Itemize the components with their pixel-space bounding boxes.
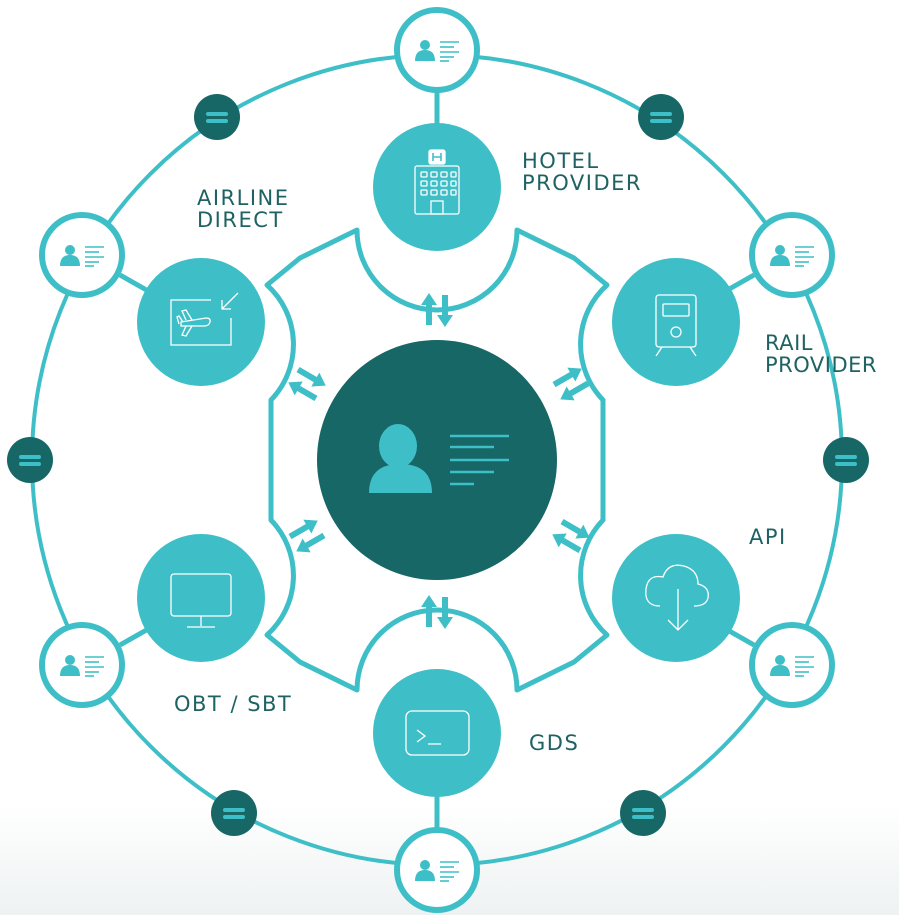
profile-node-lower-right: [749, 622, 835, 708]
equals-icon: [638, 94, 684, 140]
profile-node-lower-left: [39, 622, 125, 708]
gds-label: GDS: [529, 732, 579, 754]
equals-icon: [7, 437, 53, 483]
profile-node-top: [394, 7, 480, 93]
label-line: RAIL: [765, 331, 813, 355]
obt-sbt-node: [137, 534, 265, 662]
bidirectional-arrows-icon: [548, 361, 594, 407]
profile-node-upper-right: [749, 212, 835, 298]
label-line: OBT / SBT: [174, 692, 293, 716]
train-icon: [655, 294, 697, 357]
profile-nodes: [39, 7, 835, 913]
hotel-provider-node: [373, 123, 501, 251]
label-line: PROVIDER: [522, 171, 643, 195]
profile-node-upper-left: [39, 212, 125, 298]
hub-frame: [264, 227, 610, 693]
airline-direct-label: AIRLINE DIRECT: [197, 187, 290, 231]
label-line: PROVIDER: [765, 353, 878, 377]
equals-icon: [620, 790, 666, 836]
traveler-profile-icon: [369, 424, 509, 493]
equals-icon: [194, 94, 240, 140]
label-line: API: [749, 525, 787, 549]
gds-node: [373, 669, 501, 797]
label-line: GDS: [529, 731, 580, 755]
plane-ticket-icon: [170, 292, 239, 346]
obt-sbt-label: OBT / SBT: [174, 693, 292, 715]
rail-provider-node: [612, 258, 740, 386]
api-node: [612, 534, 740, 662]
bidirectional-arrows-icon: [548, 513, 594, 559]
hotel-provider-label: HOTEL PROVIDER: [522, 150, 642, 194]
equals-icon: [211, 790, 257, 836]
cloud-download-icon: [645, 564, 709, 631]
label-line: DIRECT: [197, 208, 284, 232]
terminal-icon: [405, 710, 470, 756]
equals-icon: [823, 437, 869, 483]
rail-provider-label: RAIL PROVIDER: [765, 332, 877, 376]
profile-node-bottom: [394, 827, 480, 913]
label-line: HOTEL: [522, 149, 600, 173]
hotel-building-icon: [414, 149, 460, 215]
api-label: API: [749, 526, 787, 548]
label-line: AIRLINE: [197, 186, 290, 210]
monitor-icon: [170, 573, 232, 628]
airline-direct-node: [137, 258, 265, 386]
central-hub: [317, 340, 557, 580]
sync-dots: [7, 94, 869, 836]
